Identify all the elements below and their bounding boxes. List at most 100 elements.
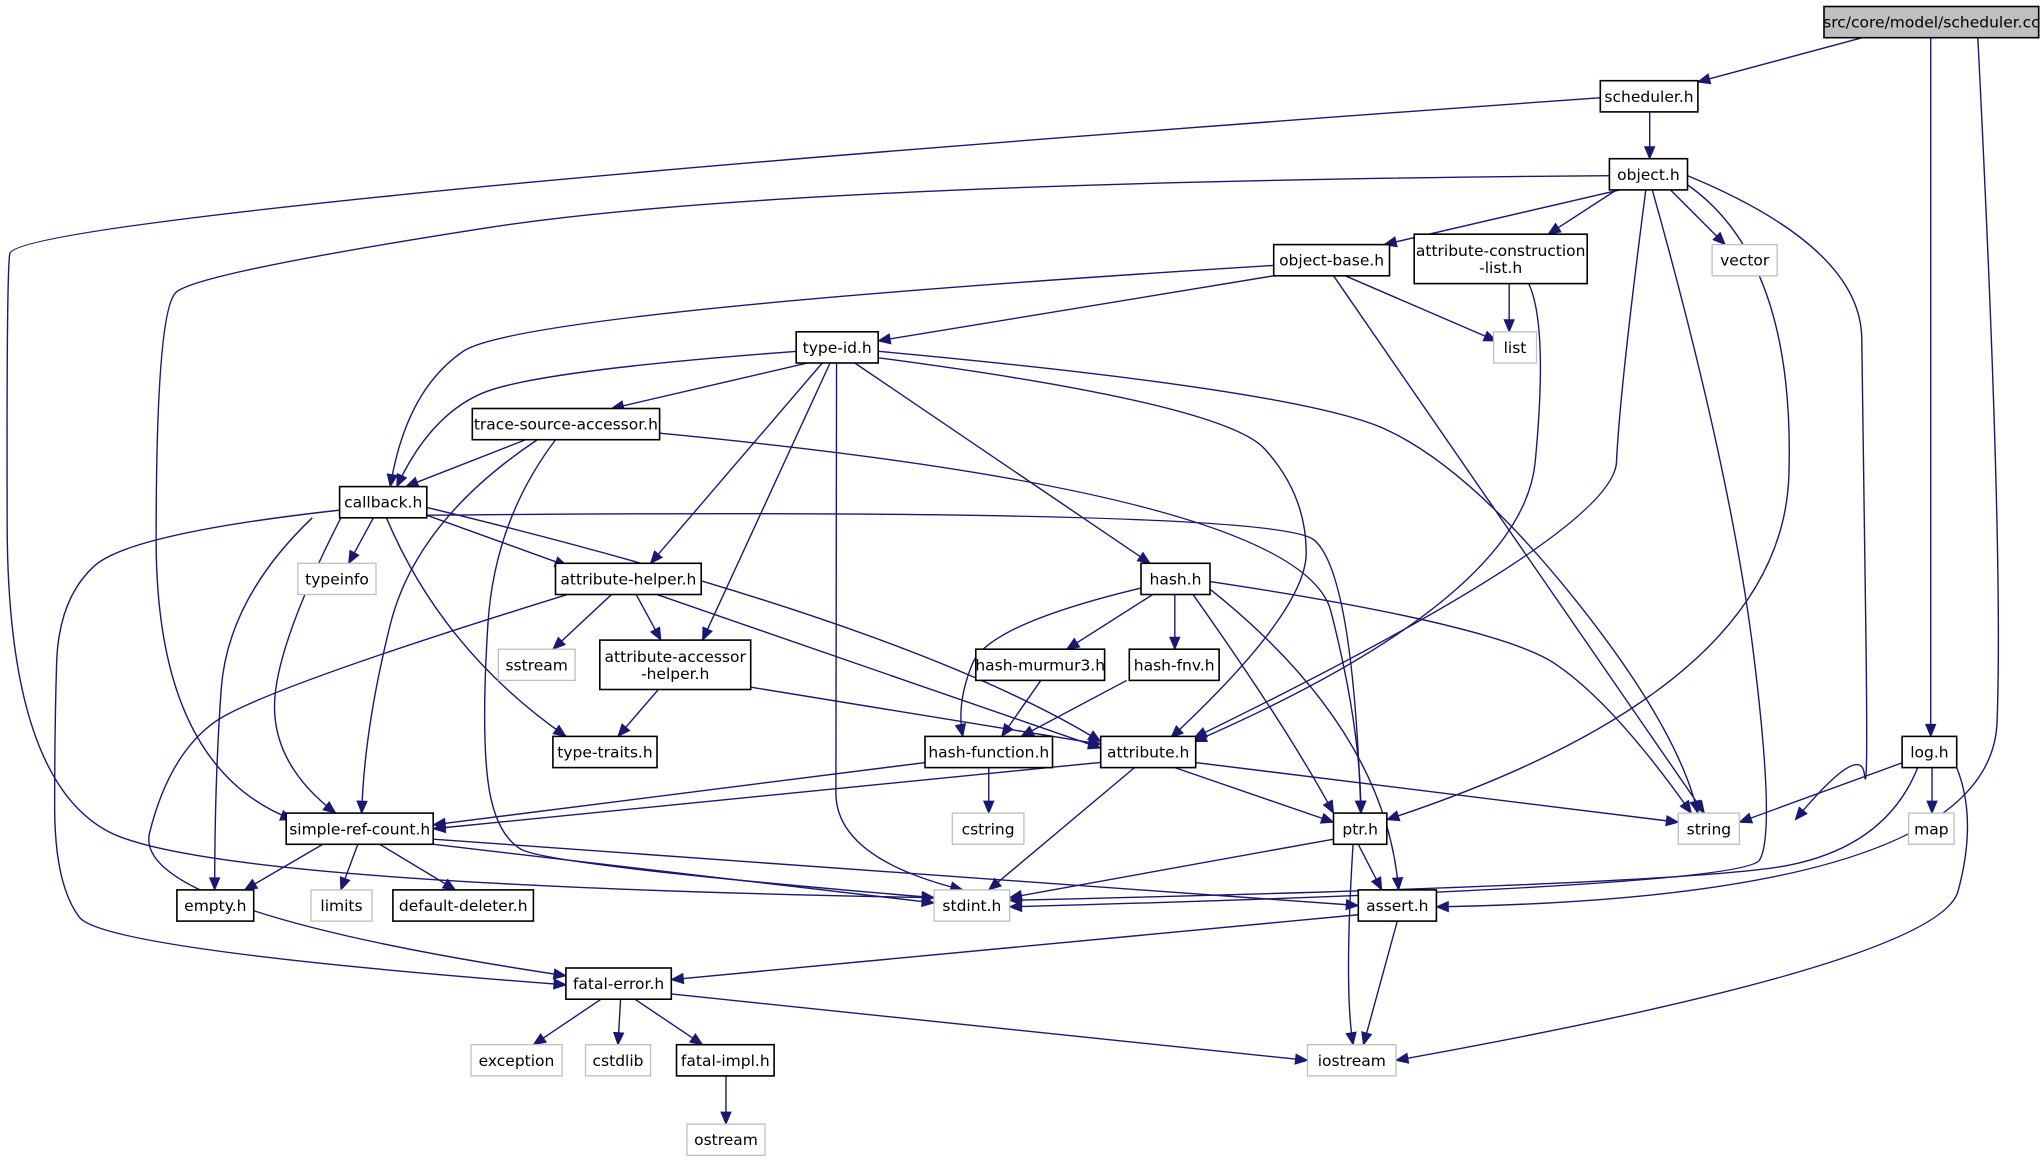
edge-arrowhead	[1482, 330, 1498, 342]
edge-arrowhead	[441, 878, 457, 891]
node-box[interactable]	[1140, 562, 1211, 596]
node-box[interactable]	[285, 812, 435, 846]
node-string[interactable]: string	[1677, 812, 1741, 845]
node-box[interactable]	[392, 889, 535, 922]
node-box[interactable]	[686, 1123, 766, 1156]
node-box[interactable]	[1907, 812, 1955, 845]
node-typeinfo[interactable]: typeinfo	[297, 562, 377, 596]
node-simple-ref-count-h[interactable]: simple-ref-count.h	[285, 812, 435, 846]
node-type-traits-h[interactable]: type-traits.h	[552, 735, 658, 769]
node-hash-fnv-h[interactable]: hash-fnv.h	[1128, 648, 1220, 682]
node-box[interactable]	[933, 889, 1011, 922]
node-hash-murmur3-h[interactable]: hash-murmur3.h	[974, 648, 1106, 682]
node-sstream[interactable]: sstream	[497, 648, 576, 682]
node-fatal-error-h[interactable]: fatal-error.h	[565, 967, 673, 1001]
node-box[interactable]	[1492, 331, 1538, 364]
edge-arrowhead	[1643, 146, 1656, 161]
node-hash-function-h[interactable]: hash-function.h	[924, 735, 1054, 769]
edge-attr_constr_list_h-to-list	[1503, 283, 1515, 334]
node-box[interactable]	[1332, 812, 1388, 846]
node-box[interactable]	[176, 889, 255, 922]
node-cstdlib[interactable]: cstdlib	[584, 1044, 652, 1077]
edge-callback_h-to-typeinfo	[348, 517, 375, 565]
node-box[interactable]	[297, 562, 377, 596]
node-attribute-h[interactable]: attribute.h	[1099, 735, 1197, 769]
node-box[interactable]	[1413, 233, 1588, 285]
node-box[interactable]	[1677, 812, 1741, 845]
node-box[interactable]	[924, 735, 1054, 769]
node-box[interactable]	[1599, 79, 1699, 113]
node-label: string	[1687, 820, 1732, 838]
node-box[interactable]	[675, 1043, 775, 1077]
node-box[interactable]	[598, 639, 752, 691]
node-ostream[interactable]: ostream	[686, 1123, 766, 1156]
node-vector[interactable]: vector	[1711, 243, 1778, 277]
node-box[interactable]	[470, 1044, 563, 1077]
node-box[interactable]	[552, 735, 658, 769]
node-box[interactable]	[1901, 735, 1958, 769]
node-attr-helper-h[interactable]: attribute-helper.h	[554, 562, 702, 596]
node-box[interactable]	[497, 648, 576, 682]
edge-arrowhead	[552, 724, 568, 738]
node-box[interactable]	[1128, 648, 1220, 682]
node-log-h[interactable]: log.h	[1901, 735, 1958, 769]
node-list[interactable]: list	[1492, 331, 1538, 364]
node-map[interactable]: map	[1907, 812, 1955, 845]
edge-line	[1344, 275, 1497, 342]
node-callback-h[interactable]: callback.h	[338, 485, 428, 519]
node-trace-src-acc-h[interactable]: trace-source-accessor.h	[471, 407, 661, 441]
edge-hash_h-to-string	[1209, 580, 1693, 815]
node-box[interactable]	[471, 407, 661, 441]
node-hash-h[interactable]: hash.h	[1140, 562, 1211, 596]
node-box[interactable]	[1357, 889, 1438, 922]
node-empty-h[interactable]: empty.h	[176, 889, 255, 922]
edge-attr_helper_h-to-fatal_error_h	[148, 593, 568, 980]
node-box[interactable]	[1711, 243, 1778, 277]
node-label: log.h	[1910, 744, 1948, 762]
edge-arrowhead	[1394, 1052, 1410, 1064]
edge-fatal_error_h-to-iostream	[671, 993, 1309, 1065]
node-label: type-id.h	[803, 339, 872, 357]
node-exception[interactable]: exception	[470, 1044, 563, 1077]
node-attr-acc-helper-h[interactable]: attribute-accessor-helper.h	[598, 639, 752, 691]
node-scheduler-cc[interactable]: src/core/model/scheduler.cc	[1823, 5, 2040, 39]
node-type-id-h[interactable]: type-id.h	[795, 330, 880, 364]
edge-arrowhead	[649, 626, 662, 642]
node-box[interactable]	[310, 889, 373, 922]
node-label: simple-ref-count.h	[289, 820, 430, 838]
node-label: -helper.h	[641, 665, 709, 683]
node-box[interactable]	[338, 485, 428, 519]
node-attr-constr-list-h[interactable]: attribute-construction-list.h	[1413, 233, 1588, 285]
node-object-h[interactable]: object.h	[1608, 157, 1689, 191]
node-box[interactable]	[584, 1044, 652, 1077]
node-assert-h[interactable]: assert.h	[1357, 889, 1438, 922]
node-fatal-impl-h[interactable]: fatal-impl.h	[675, 1043, 775, 1077]
node-box[interactable]	[1608, 157, 1689, 191]
node-stdint-h[interactable]: stdint.h	[933, 889, 1011, 922]
edge-callback_h-to-type_traits_h	[385, 517, 568, 738]
edge-arrowhead	[1503, 319, 1515, 334]
node-box[interactable]	[795, 330, 880, 364]
node-ptr-h[interactable]: ptr.h	[1332, 812, 1388, 846]
node-limits[interactable]: limits	[310, 889, 373, 922]
edge-line	[1066, 593, 1154, 650]
edge-arrowhead	[1065, 637, 1081, 650]
node-box[interactable]	[1306, 1044, 1397, 1077]
node-object-base-h[interactable]: object-base.h	[1272, 243, 1391, 277]
node-box[interactable]	[951, 812, 1025, 845]
node-iostream[interactable]: iostream	[1306, 1044, 1397, 1077]
node-box[interactable]	[1272, 243, 1391, 277]
node-label: fatal-error.h	[573, 975, 664, 993]
node-cstring[interactable]: cstring	[951, 812, 1025, 845]
node-box[interactable]	[1099, 735, 1197, 769]
edge-line	[649, 362, 823, 564]
node-scheduler-h[interactable]: scheduler.h	[1599, 79, 1699, 113]
node-box[interactable]	[974, 648, 1106, 682]
node-default-deleter-h[interactable]: default-deleter.h	[392, 889, 535, 922]
node-label: default-deleter.h	[399, 897, 528, 915]
node-box[interactable]	[554, 562, 702, 596]
edge-arrowhead	[1136, 551, 1152, 565]
edge-line	[854, 362, 1151, 564]
node-box[interactable]	[1823, 5, 2040, 39]
node-box[interactable]	[565, 967, 673, 1001]
